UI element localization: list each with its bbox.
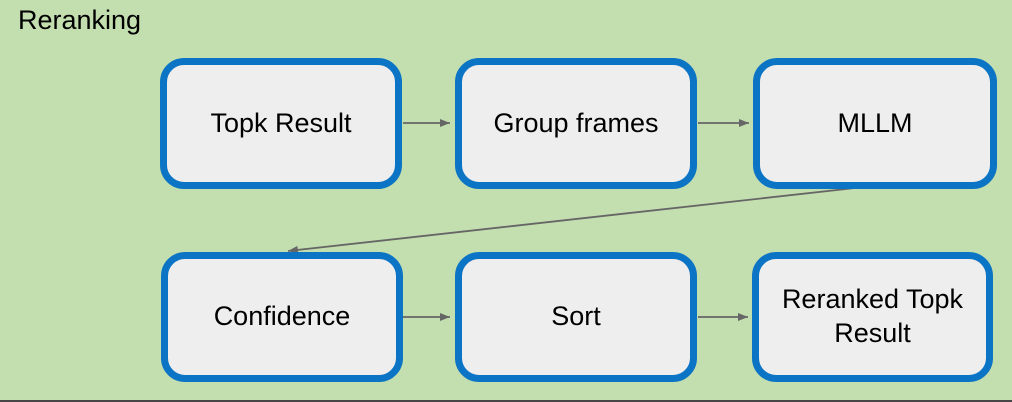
node-topk-result-label: Topk Result	[210, 107, 352, 138]
node-sort-label: Sort	[551, 301, 601, 332]
slide-bottom-edge	[0, 400, 1012, 402]
node-group-frames-label: Group frames	[493, 107, 659, 138]
node-mllm: MLLM	[753, 58, 997, 189]
diagram-title: Reranking	[18, 5, 142, 35]
node-reranked-topk-result: Reranked Topk Result	[752, 252, 993, 382]
node-sort: Sort	[455, 252, 697, 382]
node-topk-result: Topk Result	[160, 58, 402, 189]
node-reranked-topk-result-label: Reranked Topk Result	[781, 284, 964, 348]
node-mllm-label: MLLM	[837, 107, 913, 138]
node-confidence: Confidence	[161, 252, 403, 382]
node-confidence-label: Confidence	[213, 301, 351, 332]
arrow-mllm-to-confidence	[287, 185, 874, 254]
node-group-frames: Group frames	[455, 58, 697, 189]
